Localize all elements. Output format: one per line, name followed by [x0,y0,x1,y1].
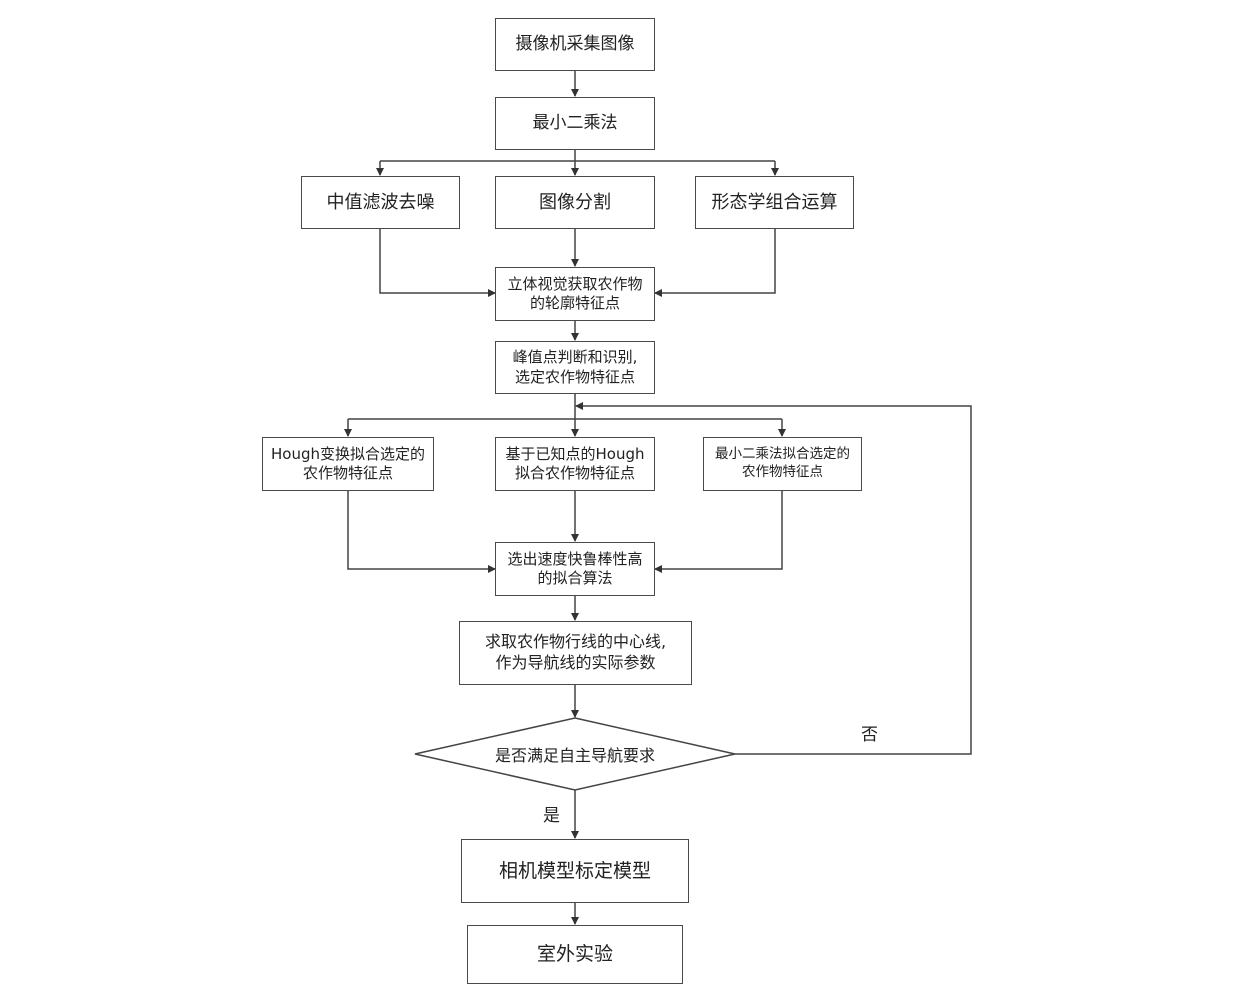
arrow-no-loop [575,402,972,755]
node-known-hough-line-2: 拟合农作物特征点 [514,464,635,482]
arrow-hough-to-select [347,490,496,573]
arrow-ls-fit-to-select [654,490,783,573]
decision-text: 是否满足自主导航要求 [494,746,655,765]
arrow-median-to-stereo [379,228,496,297]
node-peak-line-2: 选定农作物特征点 [514,367,635,386]
node-segmentation: 图像分割 [495,176,655,229]
node-outdoor-experiment: 室外实验 [467,925,683,984]
node-ls-fit-line-2: 农作物特征点 [742,464,823,480]
node-peak-line-1: 峰值点判断和识别, [512,348,638,366]
node-hough-fit: Hough变换拟合选定的 农作物特征点 [262,437,434,491]
node-ls-fit-line-1: 最小二乘法拟合选定的 [715,446,850,463]
label-yes: 是 [543,806,560,826]
node-select-algorithm: 选出速度快鲁棒性高 的拟合算法 [495,542,655,596]
node-experiment-label: 室外实验 [536,943,613,966]
node-stereo-line-1: 立体视觉获取农作物 [507,274,643,293]
node-known-hough-line-1: 基于已知点的Hough [505,444,645,463]
decision-label: 是否满足自主导航要求 [455,736,695,772]
node-hough-line-2: 农作物特征点 [302,464,393,482]
node-ls-fit: 最小二乘法拟合选定的 农作物特征点 [703,437,862,491]
node-select-line-2: 的拟合算法 [537,569,613,587]
node-hough-line-1: Hough变换拟合选定的 [271,444,425,463]
node-capture-label: 摄像机采集图像 [515,34,635,55]
node-segmentation-label: 图像分割 [539,191,611,213]
node-camera-model-label: 相机模型标定模型 [498,859,651,882]
node-peak-detection: 峰值点判断和识别, 选定农作物特征点 [495,341,655,394]
node-select-line-1: 选出速度快鲁棒性高 [507,549,643,568]
node-morphology: 形态学组合运算 [695,176,854,229]
node-centerline: 求取农作物行线的中心线, 作为导航线的实际参数 [459,621,692,685]
node-stereo-line-2: 的轮廓特征点 [529,294,620,312]
node-camera-model: 相机模型标定模型 [461,839,689,903]
node-median-filter: 中值滤波去噪 [301,176,460,229]
node-centerline-line-1: 求取农作物行线的中心线, [484,632,667,652]
node-known-hough: 基于已知点的Hough 拟合农作物特征点 [495,437,655,491]
arrow-morphology-to-stereo [654,228,776,297]
label-no: 否 [861,725,878,745]
node-least-squares: 最小二乘法 [495,97,655,150]
node-capture: 摄像机采集图像 [495,18,655,71]
node-morphology-label: 形态学组合运算 [711,191,838,213]
node-centerline-line-2: 作为导航线的实际参数 [495,653,656,672]
node-median-filter-label: 中值滤波去噪 [326,191,435,213]
node-least-squares-label: 最小二乘法 [532,113,618,134]
node-stereo-vision: 立体视觉获取农作物 的轮廓特征点 [495,267,655,321]
